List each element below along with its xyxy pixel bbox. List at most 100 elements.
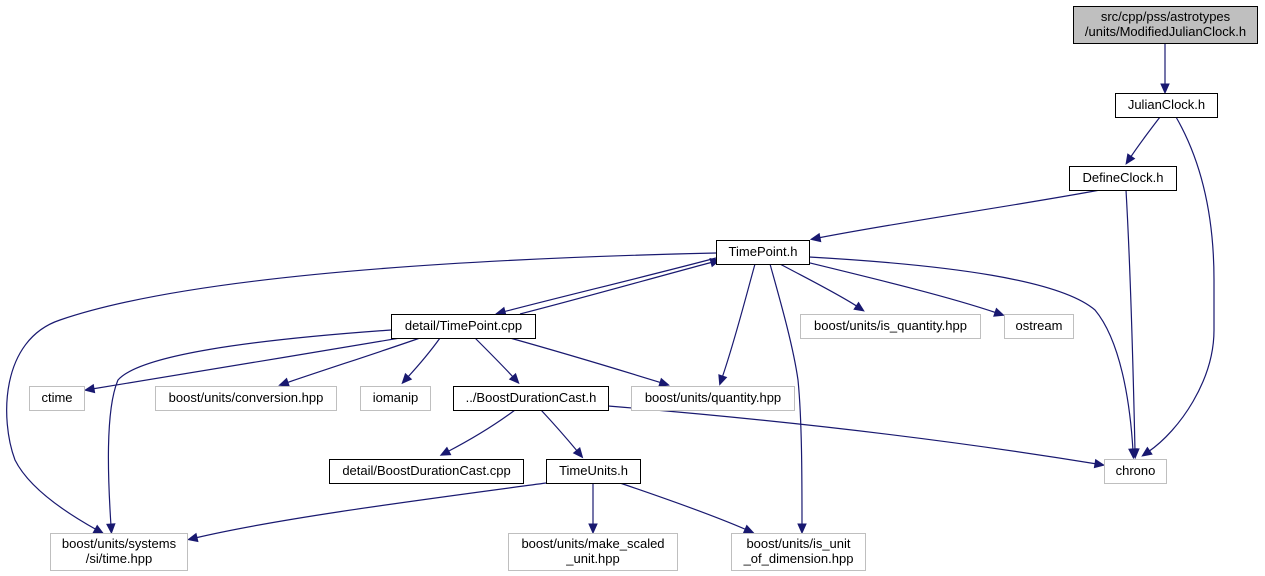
edge-detail_tp-to-quantity [509,337,663,384]
edge-julian-to-define [1129,116,1161,159]
node-quantity: boost/units/quantity.hpp [631,386,795,411]
node-box [391,314,536,339]
node-box [1069,166,1177,191]
node-iomanip: iomanip [360,386,431,411]
arrowhead-timepoint-to-si_time [92,524,105,534]
edge-julian-to-chrono [1147,116,1215,453]
node-label-line: iomanip [373,390,419,405]
node-box [800,314,981,339]
node-label-line: ctime [41,390,72,405]
node-label-line: boost/units/make_scaled [521,536,664,551]
arrowhead-timepoint-to-ostream [993,307,1005,317]
node-label-line: boost/units/is_unit [746,536,850,551]
edge-timepoint-to-quantity [721,263,756,379]
edge-bdc-to-timeunits [540,409,579,453]
node-label-line: TimeUnits.h [559,463,628,478]
node-bdc[interactable]: ../BoostDurationCast.h [453,386,609,411]
arrowhead-detail_tp-to-conversion [278,377,290,387]
node-label-line: ../BoostDurationCast.h [466,390,597,405]
node-box [1115,93,1218,118]
edge-bdc-to-detail_bdc [446,409,516,453]
node-label-line: _of_dimension.hpp [743,551,854,566]
edge-timepoint-to-chrono [808,256,1134,452]
arrowhead-define-to-timepoint [809,232,822,243]
node-box [631,386,795,411]
node-is_unit: boost/units/is_unit_of_dimension.hpp [731,533,866,571]
node-box [508,533,678,571]
arrowhead-detail_tp-to-si_time [106,523,116,535]
arrowhead-julian-to-define [1125,153,1136,165]
node-box [453,386,609,411]
node-ostream: ostream [1004,314,1074,339]
arrowhead-detail_tp-to-ctime [83,383,96,394]
arrowhead-julian-to-chrono [1141,446,1153,457]
node-timeunits[interactable]: TimeUnits.h [546,459,641,484]
node-box [360,386,431,411]
node-label-line: chrono [1116,463,1156,478]
arrowhead-bdc-to-timeunits [572,447,584,459]
edge-detail_tp-to-si_time [107,329,392,527]
node-detail_bdc[interactable]: detail/BoostDurationCast.cpp [329,459,524,484]
node-box [546,459,641,484]
node-label-line: detail/TimePoint.cpp [405,318,522,333]
node-label-line: ostream [1016,318,1063,333]
node-is_quantity: boost/units/is_quantity.hpp [800,314,981,339]
node-box [731,533,866,571]
arrowhead-detail_tp-to-bdc [508,372,520,385]
node-box [1073,6,1258,44]
edge-timepoint-to-si_time [6,252,717,531]
node-label-line: JulianClock.h [1128,97,1205,112]
node-label-line: /units/ModifiedJulianClock.h [1085,24,1246,39]
arrowhead-timeunits-to-make_scaled [588,523,598,535]
node-box [1104,459,1167,484]
node-conversion: boost/units/conversion.hpp [155,386,337,411]
edge-timeunits-to-si_time [194,482,547,539]
node-label-line: boost/units/systems [62,536,177,551]
node-box [155,386,337,411]
node-box [50,533,188,571]
edge-detail_tp-to-timepoint [519,261,714,315]
arrowhead-bdc-to-chrono [1093,458,1106,469]
arrowhead-detail_tp-to-quantity [658,377,670,387]
edge-detail_tp-to-conversion [285,337,421,384]
edge-define-to-timepoint [817,189,1101,239]
arrowhead-timepoint-to-is_unit [797,523,807,535]
arrowhead-timepoint-to-chrono [1128,448,1138,460]
arrowhead-timepoint-to-quantity [718,374,728,386]
node-label-line: TimePoint.h [729,244,798,259]
node-label-line: boost/units/is_quantity.hpp [814,318,967,333]
node-label-line: detail/BoostDurationCast.cpp [342,463,510,478]
edge-timepoint-to-is_unit [769,263,803,527]
edge-timepoint-to-is_quantity [779,263,859,308]
edge-define-to-chrono [1125,189,1136,452]
node-define[interactable]: DefineClock.h [1069,166,1177,191]
edge-timepoint-to-detail_tp [502,257,717,313]
edge-detail_tp-to-iomanip [406,337,441,379]
node-julian[interactable]: JulianClock.h [1115,93,1218,118]
edge-timepoint-to-ostream [805,261,998,314]
arrowhead-timeunits-to-is_unit [742,524,755,534]
edge-detail_tp-to-ctime [91,337,401,390]
edge-bdc-to-chrono [607,405,1098,465]
node-timepoint[interactable]: TimePoint.h [716,240,810,265]
node-label-line: _unit.hpp [565,551,620,566]
node-label-line: /si/time.hpp [86,551,152,566]
node-label-line: DefineClock.h [1083,170,1164,185]
node-box [29,386,85,411]
node-label-line: boost/units/conversion.hpp [169,390,324,405]
edges-layer [6,43,1215,543]
node-box [329,459,524,484]
node-detail_tp[interactable]: detail/TimePoint.cpp [391,314,536,339]
node-modjulian[interactable]: src/cpp/pss/astrotypes/units/ModifiedJul… [1073,6,1258,44]
edge-timeunits-to-is_unit [619,482,748,531]
node-box [1004,314,1074,339]
arrowhead-timepoint-to-is_quantity [853,301,865,312]
node-label-line: src/cpp/pss/astrotypes [1101,9,1231,24]
node-make_scaled: boost/units/make_scaled_unit.hpp [508,533,678,571]
node-label-line: boost/units/quantity.hpp [645,390,781,405]
node-box [716,240,810,265]
arrowhead-bdc-to-detail_bdc [439,446,452,456]
node-si_time: boost/units/systems/si/time.hpp [50,533,188,571]
